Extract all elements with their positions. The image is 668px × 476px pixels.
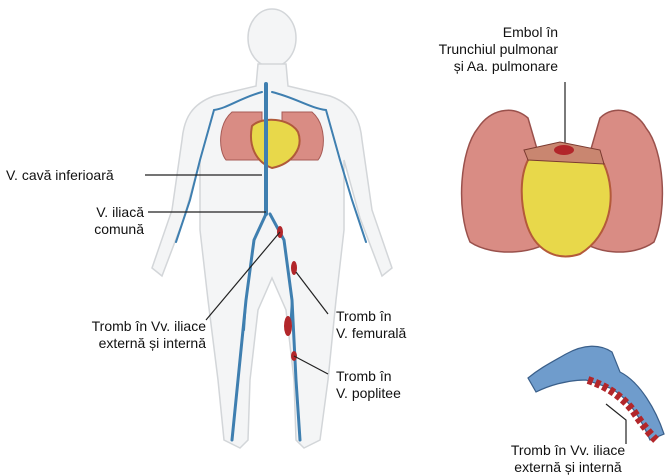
label-tromb-femurala: Tromb în V. femurală <box>336 308 406 342</box>
iliac-vein-detail <box>528 346 664 440</box>
lungs-heart-detail <box>462 110 663 256</box>
label-tromb-iliace-right: Tromb în Vv. iliace externă și internă <box>470 442 666 476</box>
label-tromb-poplitee: Tromb în V. poplitee <box>336 368 401 402</box>
label-embol: Embol în Trunchiul pulmonar și Aa. pulmo… <box>400 24 558 75</box>
label-iliaca-comuna: V. iliacă comună <box>60 204 144 238</box>
label-tromb-iliace-left: Tromb în Vv. iliace externă și internă <box>32 318 206 352</box>
thrombus-popliteal-vein <box>284 316 292 336</box>
label-vena-cava: V. cavă inferioară <box>6 167 114 184</box>
embolus <box>554 145 574 155</box>
